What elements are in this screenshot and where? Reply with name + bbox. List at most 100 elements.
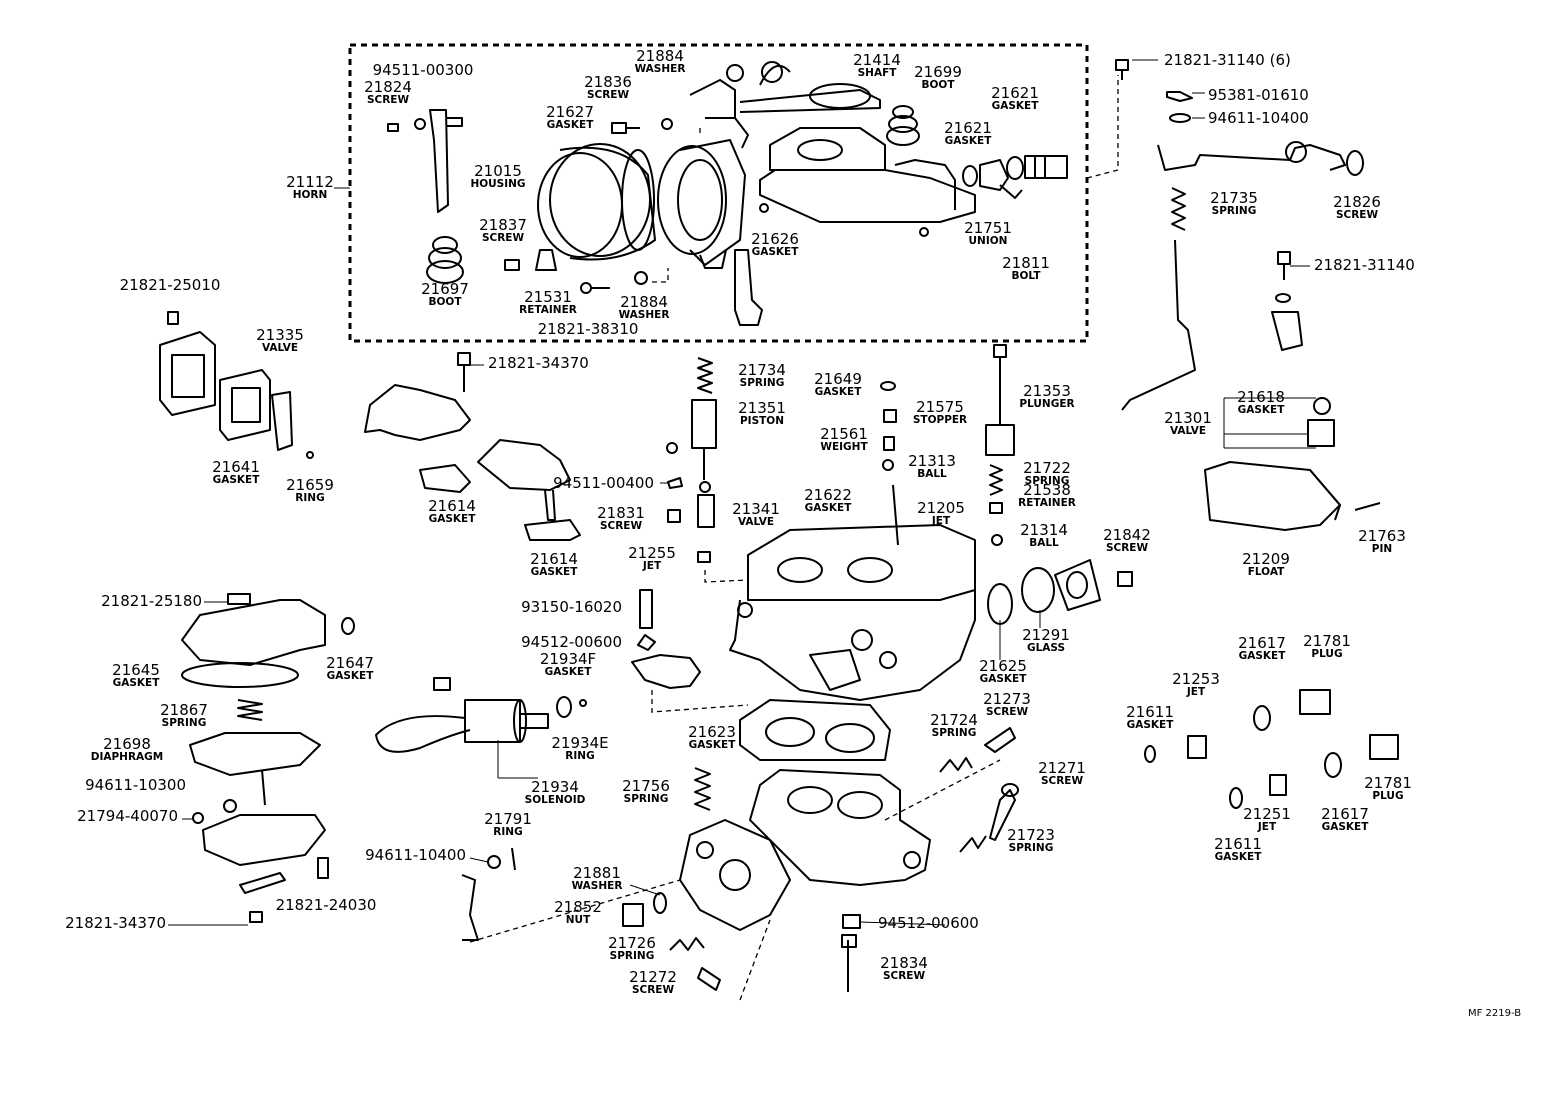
part-number: 21575 bbox=[916, 398, 964, 416]
part-number: 21251 bbox=[1243, 805, 1291, 823]
part-name: JET bbox=[1257, 821, 1277, 833]
part-number: 21614 bbox=[428, 497, 476, 515]
part-number: 21821-34370 bbox=[65, 914, 166, 932]
part-number: 21626 bbox=[751, 230, 799, 248]
part-number: 21291 bbox=[1022, 626, 1070, 644]
part-name: JET bbox=[931, 515, 951, 527]
part-number: 21821-38310 bbox=[538, 320, 639, 338]
housing-part bbox=[537, 143, 656, 261]
gasket-21614-group bbox=[364, 352, 581, 541]
part-number: 21622 bbox=[804, 486, 852, 504]
part-number: 21112 bbox=[286, 173, 334, 191]
part-name: SPRING bbox=[932, 727, 977, 739]
part-name: GASKET bbox=[327, 670, 375, 682]
part-number: 21837 bbox=[479, 216, 527, 234]
part-number: 21253 bbox=[1172, 670, 1220, 688]
part-name: SPRING bbox=[610, 950, 655, 962]
boot-21699-part bbox=[886, 105, 920, 146]
part-name: DIAPHRAGM bbox=[91, 751, 164, 763]
piston-column bbox=[666, 357, 749, 583]
part-name: GASKET bbox=[545, 666, 593, 678]
part-name: HOUSING bbox=[470, 178, 525, 190]
part-number: 21934E bbox=[551, 734, 608, 752]
part-number: 21272 bbox=[629, 968, 677, 986]
part-number: 21821-34370 bbox=[488, 354, 589, 372]
part-number: 21621 bbox=[944, 119, 992, 137]
main-body-part bbox=[729, 524, 976, 701]
part-number: 21641 bbox=[212, 458, 260, 476]
part-number: 21335 bbox=[256, 326, 304, 344]
part-number: 21698 bbox=[103, 735, 151, 753]
part-number: 95381-01610 bbox=[1208, 86, 1309, 104]
part-name: BOOT bbox=[921, 79, 955, 91]
part-name: GASKET bbox=[689, 739, 737, 751]
part-name: NUT bbox=[566, 914, 591, 926]
part-name: SPRING bbox=[1025, 475, 1070, 487]
part-number: 21205 bbox=[917, 499, 965, 517]
part-name: SCREW bbox=[587, 89, 630, 101]
part-number: 21821-25180 bbox=[101, 592, 202, 610]
part-number: 21699 bbox=[914, 63, 962, 81]
part-name: SCREW bbox=[1336, 209, 1379, 221]
part-number: 21617 bbox=[1321, 805, 1369, 823]
part-name: SHAFT bbox=[858, 67, 898, 79]
part-number: 21611 bbox=[1214, 835, 1262, 853]
part-number: 21617 bbox=[1238, 634, 1286, 652]
part-drawings bbox=[159, 43, 1399, 1001]
part-name: WASHER bbox=[619, 309, 670, 321]
part-name: GASKET bbox=[531, 566, 579, 578]
part-name: GASKET bbox=[547, 119, 595, 131]
shaft-part bbox=[689, 61, 881, 149]
part-name: BOOT bbox=[428, 296, 462, 308]
part-number: 21824 bbox=[364, 78, 412, 96]
part-name: SCREW bbox=[482, 232, 525, 244]
union-bolt-parts bbox=[962, 155, 1068, 199]
part-name: GASKET bbox=[752, 246, 800, 258]
horn-group-box bbox=[348, 43, 1089, 343]
part-name: BALL bbox=[1029, 537, 1059, 549]
part-number: 21726 bbox=[608, 934, 656, 952]
horn-cover-part bbox=[657, 139, 746, 269]
part-name: SCREW bbox=[600, 520, 643, 532]
part-labels: 21112HORN94511-0030021824SCREW21884WASHE… bbox=[65, 47, 1415, 996]
part-number: 94611-10400 bbox=[365, 846, 466, 864]
choke-breaker-group bbox=[181, 593, 355, 923]
part-number: 94611-10400 bbox=[1208, 109, 1309, 127]
part-name: VALVE bbox=[262, 342, 298, 354]
part-number: 94512-00600 bbox=[878, 914, 979, 932]
part-label-94512-00600a: 94512-00600 bbox=[521, 633, 622, 651]
part-number: 94511-00400 bbox=[553, 474, 654, 492]
part-number: 21209 bbox=[1242, 550, 1290, 568]
part-number: 21314 bbox=[1020, 521, 1068, 539]
part-number: 21614 bbox=[530, 550, 578, 568]
part-number: 21734 bbox=[738, 361, 786, 379]
part-label-21821-25180: 21821-25180 bbox=[101, 592, 202, 610]
part-label-94611-10400b: 94611-10400 bbox=[365, 846, 466, 864]
part-number: 21791 bbox=[484, 810, 532, 828]
part-number: 21313 bbox=[908, 452, 956, 470]
part-number: 94611-10300 bbox=[85, 776, 186, 794]
